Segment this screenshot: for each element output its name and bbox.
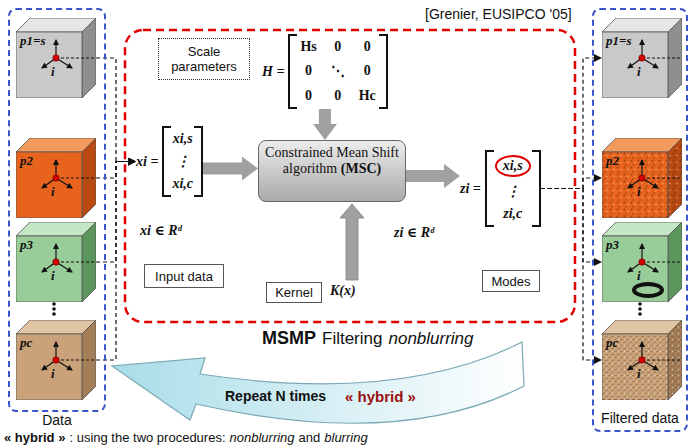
box-label: Input data bbox=[155, 269, 213, 284]
volume-cube: p3 i bbox=[16, 222, 96, 302]
cube-label: i bbox=[637, 366, 641, 382]
footnote: and bbox=[299, 430, 321, 445]
filtered-cube: p3 i bbox=[602, 222, 682, 302]
vector-entry: zi,c bbox=[503, 206, 522, 222]
footnote: : using the two procedures: bbox=[69, 430, 225, 445]
mode-vector: zi = xi,s ⋮ zi,c bbox=[460, 150, 541, 227]
vector-entry: xi,c bbox=[172, 176, 193, 192]
cube-label: p3 bbox=[606, 237, 619, 253]
box-label: Kernel bbox=[275, 285, 313, 300]
footnote: blurring bbox=[324, 430, 367, 445]
vector-entry: xi,s bbox=[173, 131, 193, 147]
connector bbox=[96, 162, 128, 263]
volume-cube: p1=s i bbox=[16, 18, 96, 98]
matrix-entry: 0 bbox=[364, 63, 371, 80]
filtered-cube: p1=s i bbox=[602, 18, 682, 98]
box-label: Modes bbox=[491, 274, 530, 289]
matrix-entry: 0 bbox=[334, 39, 341, 55]
connector bbox=[203, 163, 242, 175]
dimension-note: xi ∈ Rᵈ bbox=[140, 222, 182, 239]
cube-label: p2 bbox=[606, 153, 619, 169]
scale-parameters-box: Scale parameters bbox=[158, 38, 250, 80]
cube-label: i bbox=[637, 268, 641, 284]
connector bbox=[541, 189, 594, 263]
connector bbox=[541, 178, 594, 189]
cube-label: p3 bbox=[20, 237, 33, 253]
method-name: MSMP bbox=[262, 328, 316, 349]
algorithm-frame bbox=[125, 30, 575, 322]
cube-label: p2 bbox=[20, 153, 33, 169]
cube-label: pc bbox=[606, 335, 618, 351]
cube-drawing bbox=[16, 18, 96, 98]
filtered-data-panel: Filtered data p1=s i p2 i p3 i pc i bbox=[592, 8, 688, 432]
connector bbox=[319, 109, 331, 124]
algorithm-box: Constrained Mean Shift algorithm(MSC) bbox=[258, 140, 406, 202]
input-vector: xi = xi,s ⋮ xi,c bbox=[136, 126, 203, 197]
cube-label: i bbox=[51, 268, 55, 284]
vector-entry: xi,s bbox=[495, 155, 531, 177]
cube-drawing bbox=[602, 320, 682, 400]
cube-drawing bbox=[16, 138, 96, 218]
input-data-box: Input data bbox=[144, 264, 224, 288]
cube-drawing bbox=[16, 320, 96, 400]
vector-bracket: xi,s ⋮ zi,c bbox=[485, 150, 541, 227]
footnote: nonblurring bbox=[230, 430, 295, 445]
cube-label: p1=s bbox=[20, 33, 45, 49]
repeat-arrow bbox=[112, 342, 524, 423]
cube-drawing bbox=[16, 222, 96, 302]
matrix-name: H = bbox=[262, 64, 284, 80]
filtered-cube: p2 i bbox=[602, 138, 682, 218]
vector-entry: ⋮ bbox=[506, 183, 520, 200]
modes-box: Modes bbox=[482, 270, 540, 292]
matrix-bracket: Hs000⋱000Hc bbox=[288, 34, 387, 109]
cube-label: i bbox=[637, 184, 641, 200]
scale-matrix: H =Hs000⋱000Hc bbox=[262, 34, 388, 109]
panel-title: Data bbox=[10, 412, 104, 428]
kernel-box: Kernel bbox=[266, 282, 322, 303]
vector-name: xi = bbox=[136, 154, 158, 170]
volume-cube: pc i bbox=[16, 320, 96, 400]
matrix-entry: 0 bbox=[364, 39, 371, 55]
connector bbox=[96, 162, 128, 361]
ellipsis-dots bbox=[52, 302, 642, 316]
matrix-entry: 0 bbox=[334, 88, 341, 104]
cube-label: i bbox=[51, 184, 55, 200]
footnote: « hybrid » bbox=[4, 430, 65, 445]
matrix-entry: Hc bbox=[359, 88, 376, 104]
matrix-entry: ⋱ bbox=[331, 63, 345, 80]
citation: [Grenier, EUSIPCO '05] bbox=[425, 6, 572, 22]
hybrid-tag: « hybrid » bbox=[345, 388, 416, 405]
vector-entry: ⋮ bbox=[176, 153, 190, 170]
cube-label: i bbox=[51, 366, 55, 382]
box-label: Scale parameters bbox=[165, 44, 243, 74]
connector bbox=[541, 189, 594, 361]
cube-label: p1=s bbox=[606, 33, 631, 49]
filtered-cube: pc i bbox=[602, 320, 682, 400]
method-name: nonblurring bbox=[388, 329, 473, 349]
cube-label: i bbox=[637, 64, 641, 80]
dimension-note: zi ∈ Rᵈ bbox=[394, 224, 434, 241]
cube-drawing bbox=[602, 222, 682, 302]
kernel-symbol: K(x) bbox=[330, 283, 356, 299]
cube-drawing bbox=[602, 138, 682, 218]
process-box-label: (MSC) bbox=[341, 161, 381, 176]
cube-label: i bbox=[51, 64, 55, 80]
vector-name: zi = bbox=[460, 181, 481, 197]
data-panel: Datap1=sip2ip3ipci bbox=[8, 8, 106, 412]
vector-bracket: xi,s ⋮ xi,c bbox=[162, 126, 203, 197]
volume-cube: p2 i bbox=[16, 138, 96, 218]
matrix-entry: Hs bbox=[300, 39, 316, 55]
connector bbox=[96, 162, 128, 179]
connector bbox=[406, 170, 444, 182]
cube-drawing bbox=[602, 18, 682, 98]
connector bbox=[541, 58, 594, 189]
repeat-note: Repeat N times bbox=[225, 388, 326, 404]
matrix-entry: 0 bbox=[305, 63, 312, 80]
connector bbox=[96, 58, 128, 162]
cube-label: pc bbox=[20, 335, 32, 351]
kernel-arrow bbox=[340, 204, 364, 280]
panel-title: Filtered data bbox=[594, 410, 686, 426]
matrix-entry: 0 bbox=[305, 88, 312, 104]
method-name: Filtering bbox=[322, 329, 382, 349]
